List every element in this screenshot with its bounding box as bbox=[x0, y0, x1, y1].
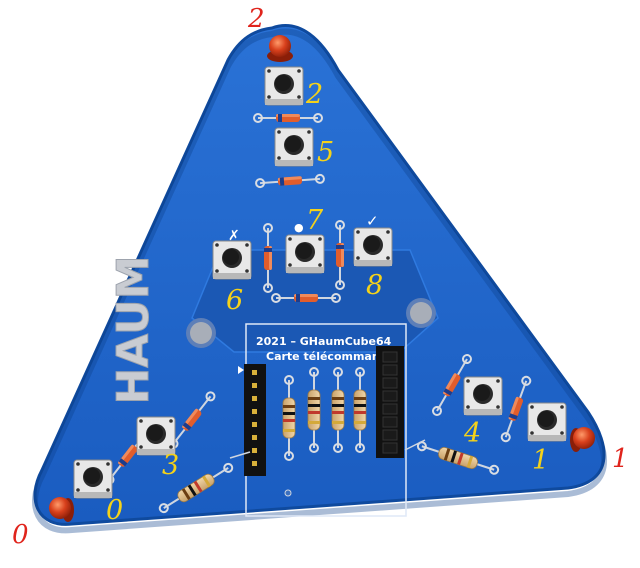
button-label-8: 8 bbox=[366, 270, 383, 301]
push-button-0[interactable] bbox=[73, 459, 113, 499]
cross-symbol: ✗ bbox=[228, 228, 240, 244]
mounting-hole-right bbox=[406, 298, 436, 328]
svg-text:HAUM: HAUM bbox=[108, 255, 159, 404]
led-label-2: 2 bbox=[248, 4, 265, 34]
push-button-7[interactable] bbox=[285, 234, 325, 274]
board-title-line1: 2021 – GHaumCube64 bbox=[256, 335, 392, 348]
led-label-0: 0 bbox=[12, 520, 29, 550]
button-label-3: 3 bbox=[162, 450, 179, 481]
push-button-2[interactable] bbox=[264, 66, 304, 106]
push-button-1[interactable] bbox=[527, 402, 567, 442]
push-button-5[interactable] bbox=[274, 127, 314, 167]
led-2 bbox=[267, 35, 293, 62]
button-label-4: 4 bbox=[463, 418, 481, 449]
button-label-0: 0 bbox=[106, 495, 123, 526]
push-button-4[interactable] bbox=[463, 376, 503, 416]
push-button-6[interactable] bbox=[212, 240, 252, 280]
button-label-2: 2 bbox=[305, 79, 323, 110]
pin-header-left bbox=[244, 364, 266, 476]
button-label-1: 1 bbox=[532, 445, 549, 476]
pin-header-right bbox=[376, 346, 404, 458]
push-button-8[interactable] bbox=[353, 227, 393, 267]
mounting-hole-left bbox=[186, 318, 216, 348]
led-label-1: 1 bbox=[612, 444, 629, 474]
board-title-line2: Carte télécommande bbox=[266, 350, 395, 363]
led-1 bbox=[570, 427, 595, 452]
button-label-5: 5 bbox=[317, 137, 334, 168]
check-symbol: ✓ bbox=[366, 212, 379, 230]
haum-logo: HAUM bbox=[108, 255, 160, 405]
button-label-7: 7 bbox=[306, 205, 324, 236]
button-label-6: 6 bbox=[226, 285, 243, 316]
dot-symbol: ● bbox=[294, 221, 304, 234]
led-0 bbox=[49, 497, 74, 522]
